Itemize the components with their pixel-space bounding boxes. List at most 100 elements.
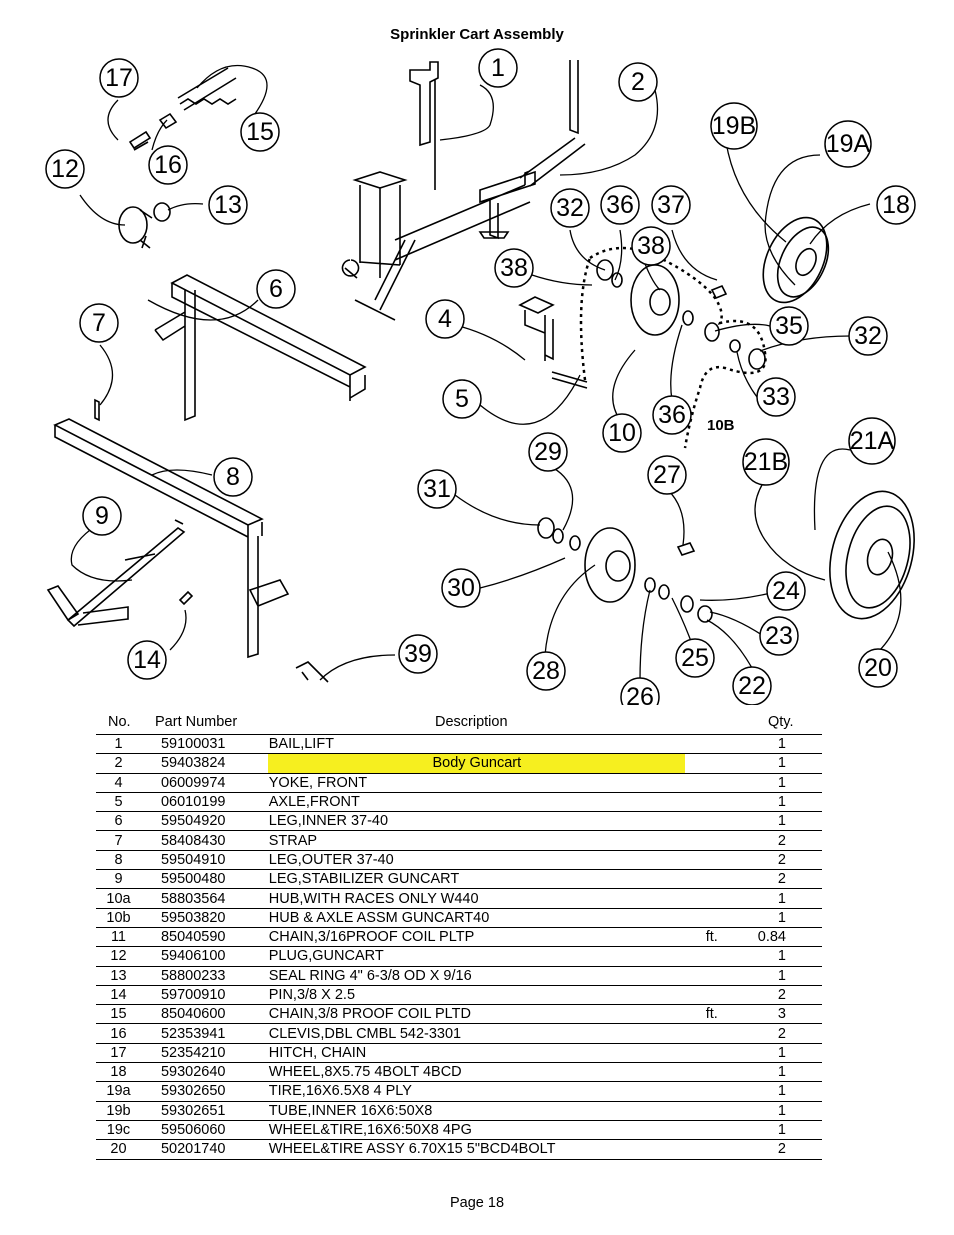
qty-cell: 2 xyxy=(738,985,822,1006)
svg-text:24: 24 xyxy=(772,577,800,605)
unit-cell xyxy=(684,869,739,890)
svg-text:25: 25 xyxy=(681,644,709,672)
svg-text:27: 27 xyxy=(653,461,681,489)
part-number-cell: 06009974 xyxy=(140,773,268,793)
qty-cell: 1 xyxy=(738,1101,822,1121)
qty-cell: 2 xyxy=(738,1139,822,1160)
part-no-cell: 4 xyxy=(96,773,141,793)
svg-text:36: 36 xyxy=(658,401,686,429)
part-number-cell: 50201740 xyxy=(140,1139,268,1160)
qty-cell: 1 xyxy=(738,966,822,986)
header-part-number: Part Number xyxy=(155,714,238,730)
description-cell: CLEVIS,DBL CMBL 542-3301 xyxy=(267,1023,685,1044)
qty-cell: 1 xyxy=(738,946,822,967)
callout-36-lower: 36 xyxy=(652,395,692,435)
unit-cell xyxy=(684,1139,739,1160)
seal-ring-part xyxy=(153,202,171,222)
svg-text:16: 16 xyxy=(154,151,182,179)
chain-part xyxy=(177,67,237,111)
callout-21b: 21B xyxy=(742,438,790,486)
part-no-cell: 11 xyxy=(96,927,141,948)
part-number-cell: 59302650 xyxy=(140,1081,268,1102)
qty-cell: 1 xyxy=(738,1081,822,1102)
description-cell: HITCH, CHAIN xyxy=(267,1043,685,1064)
callout-7: 7 xyxy=(79,303,119,343)
unit-cell: ft. xyxy=(684,1004,739,1025)
callout-18: 18 xyxy=(876,185,916,225)
description-cell: WHEEL&TIRE ASSY 6.70X15 5"BCD4BOLT xyxy=(267,1139,685,1160)
qty-cell: 3 xyxy=(738,1004,822,1025)
qty-cell: 1 xyxy=(738,888,822,909)
qty-cell: 1 xyxy=(738,1043,822,1064)
qty-cell: 1 xyxy=(738,908,822,928)
qty-cell: 2 xyxy=(738,830,822,851)
svg-text:15: 15 xyxy=(246,118,274,146)
part-number-cell: 59504910 xyxy=(140,850,268,871)
unit-cell xyxy=(684,946,739,967)
unit-cell xyxy=(684,888,739,909)
wheel-large-part xyxy=(829,490,915,620)
part-number-cell: 85040590 xyxy=(140,927,268,948)
callout-32-upper: 32 xyxy=(550,188,590,228)
svg-text:30: 30 xyxy=(447,574,475,602)
part-no-cell: 10a xyxy=(96,888,141,909)
svg-text:23: 23 xyxy=(765,622,793,650)
svg-text:21B: 21B xyxy=(744,448,788,476)
table-header: No. Part Number Description Qty. xyxy=(96,714,822,732)
front-axle-part xyxy=(551,371,588,389)
svg-text:28: 28 xyxy=(532,657,560,685)
qty-cell: 1 xyxy=(738,734,822,755)
callout-23: 23 xyxy=(759,616,799,656)
description-cell: BAIL,LIFT xyxy=(267,734,685,755)
svg-text:37: 37 xyxy=(657,191,685,219)
clevis-part xyxy=(158,112,178,130)
svg-text:5: 5 xyxy=(455,385,469,413)
callout-8: 8 xyxy=(213,457,253,497)
page-title: Sprinkler Cart Assembly xyxy=(390,26,564,43)
description-cell: STRAP xyxy=(267,830,685,851)
unit-cell xyxy=(684,734,739,755)
strap-part xyxy=(94,398,100,422)
part-number-cell: 59503820 xyxy=(140,908,268,928)
description-cell: HUB,WITH RACES ONLY W440 xyxy=(267,888,685,909)
callout-24: 24 xyxy=(766,571,806,611)
part-no-cell: 2 xyxy=(96,753,141,774)
description-cell: TIRE,16X6.5X8 4 PLY xyxy=(267,1081,685,1102)
part-number-cell: 59403824 xyxy=(140,753,268,774)
part-number-cell: 58800233 xyxy=(140,966,268,986)
qty-cell: 1 xyxy=(738,773,822,793)
svg-text:10: 10 xyxy=(608,419,636,447)
description-cell: WHEEL&TIRE,16X6:50X8 4PG xyxy=(267,1120,685,1141)
svg-text:13: 13 xyxy=(214,191,242,219)
qty-cell: 0.84 xyxy=(738,927,822,948)
unit-cell xyxy=(684,811,739,832)
svg-text:32: 32 xyxy=(854,322,882,350)
unit-cell xyxy=(684,966,739,986)
svg-text:12: 12 xyxy=(51,155,79,183)
part-number-cell: 59506060 xyxy=(140,1120,268,1141)
part-number-cell: 59504920 xyxy=(140,811,268,832)
svg-text:26: 26 xyxy=(626,683,654,705)
leader-lines xyxy=(70,64,902,681)
part-no-cell: 19a xyxy=(96,1081,141,1102)
unit-cell xyxy=(684,985,739,1006)
part-no-cell: 12 xyxy=(96,946,141,967)
unit-cell xyxy=(684,773,739,793)
description-cell: Body Guncart xyxy=(267,753,685,774)
svg-text:29: 29 xyxy=(534,438,562,466)
svg-text:35: 35 xyxy=(775,312,803,340)
svg-text:2: 2 xyxy=(631,68,645,96)
part-number-cell: 59700910 xyxy=(140,985,268,1006)
callout-13: 13 xyxy=(208,185,248,225)
